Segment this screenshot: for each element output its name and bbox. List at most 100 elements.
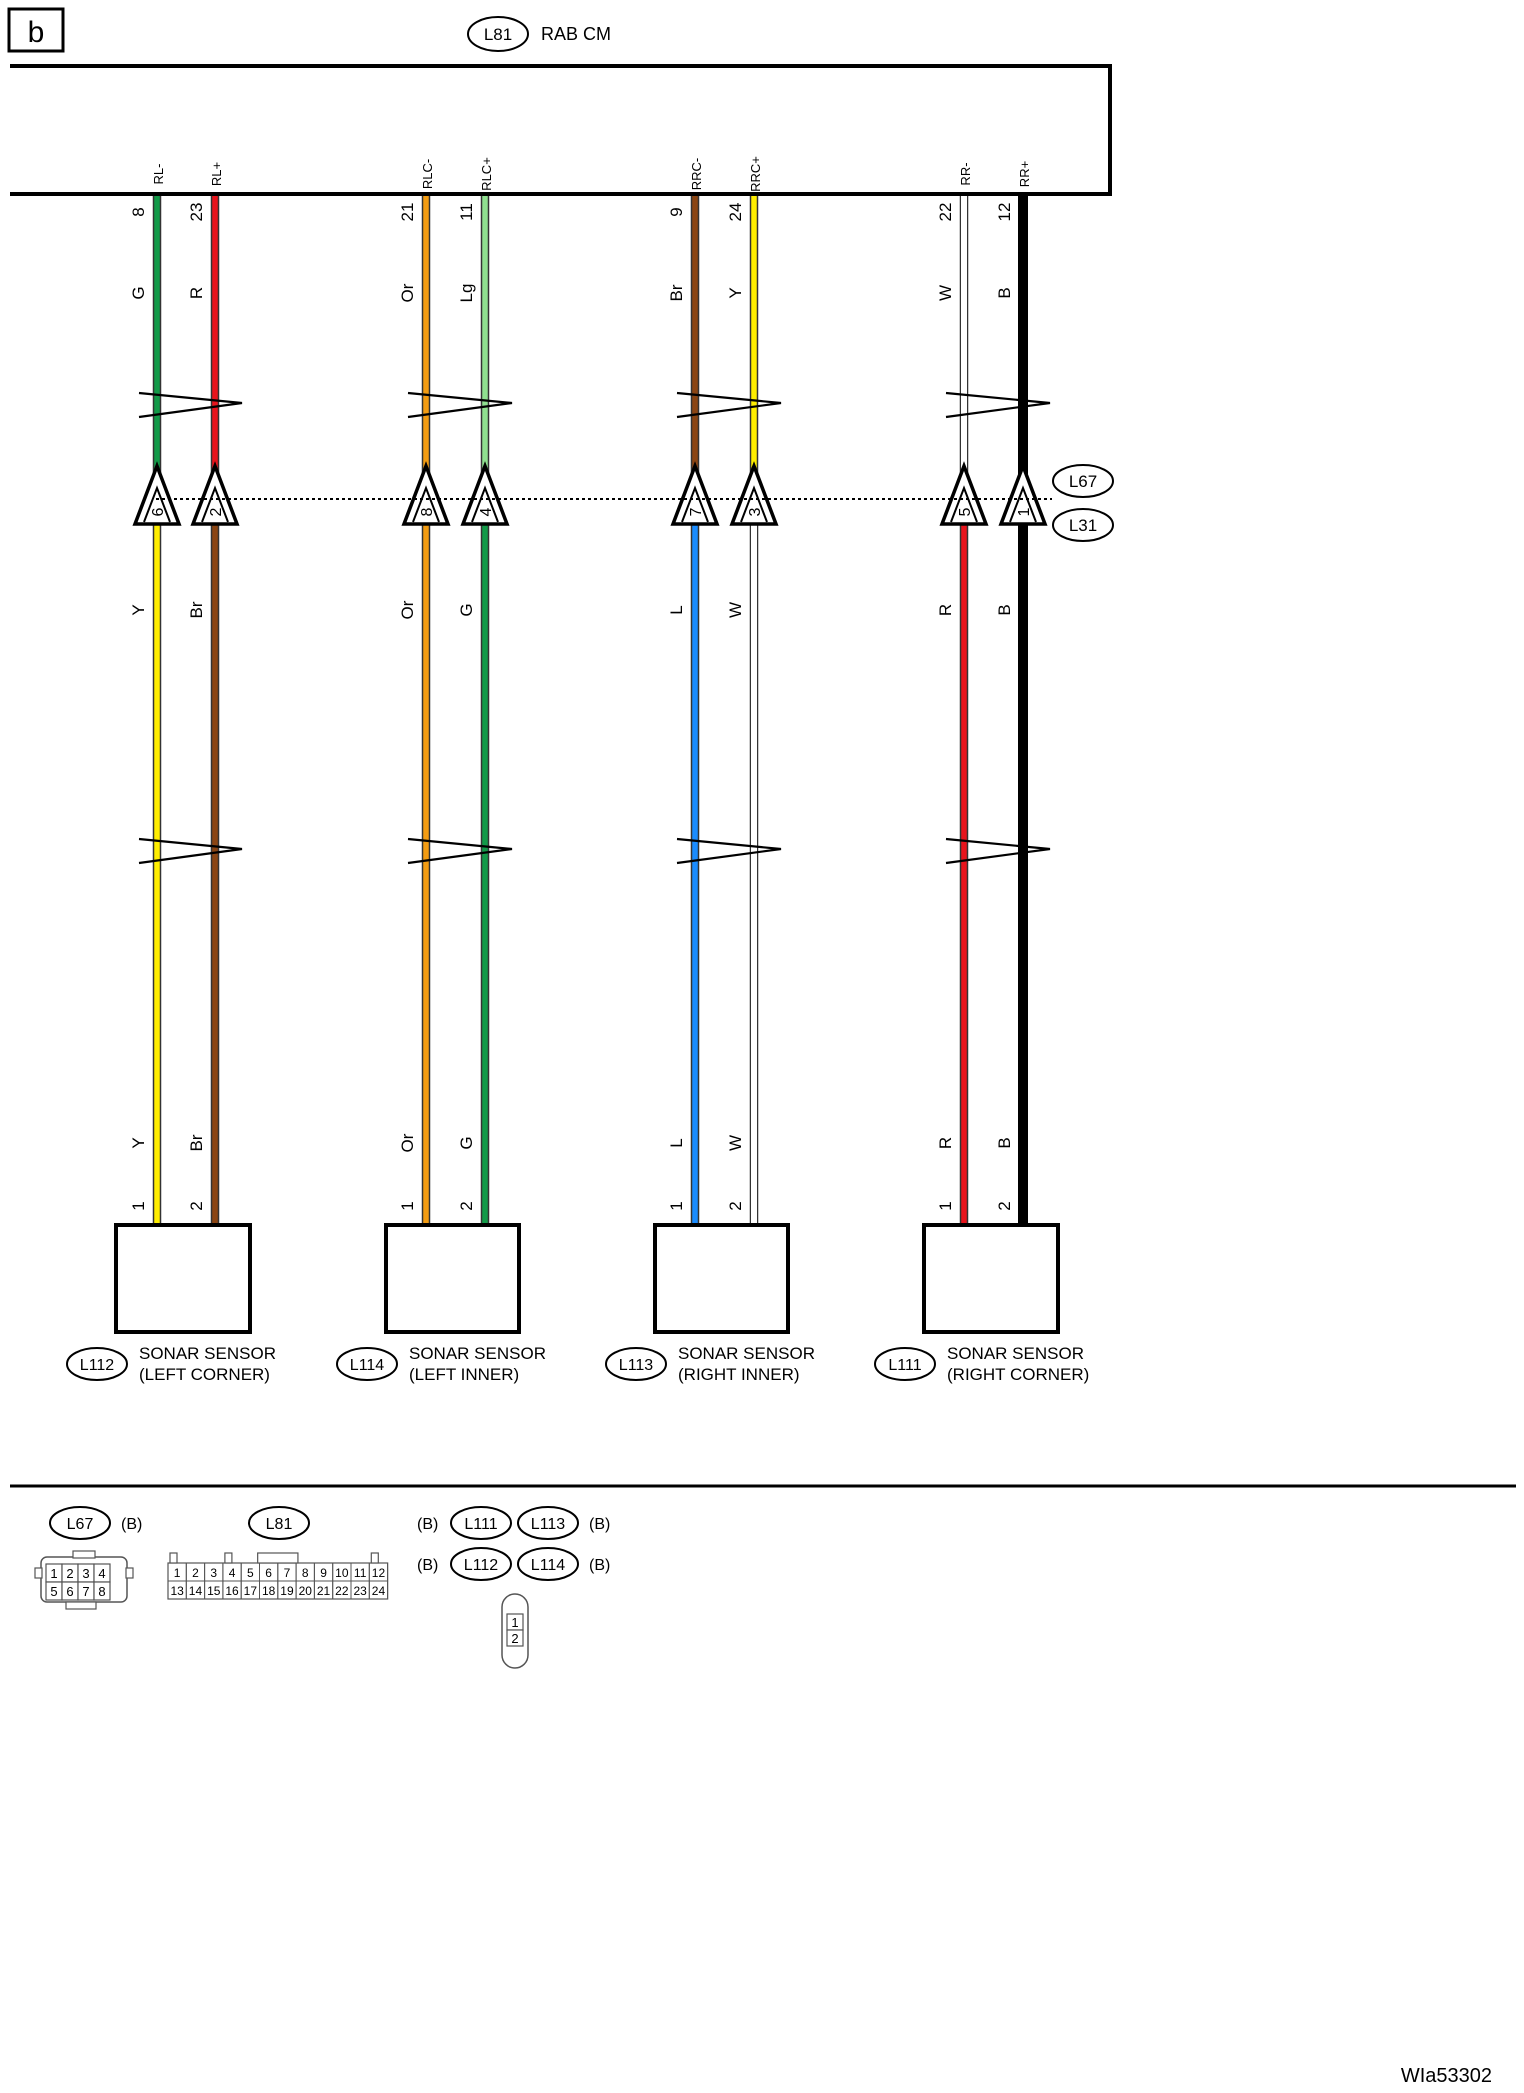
wire-color-bottom: G	[457, 603, 476, 616]
wire-color-bottom-lower: R	[936, 1137, 955, 1149]
legend-l81-pin: 22	[335, 1584, 349, 1598]
wire-signal: RLC+	[479, 157, 494, 191]
legend-l81-pin: 21	[317, 1584, 331, 1598]
sensor-1: L112 SONAR SENSOR (LEFT CORNER)	[66, 1223, 276, 1384]
legend-sensor-right-suffix-bottom: (B)	[589, 1557, 610, 1574]
legend-l81-pin: 11	[354, 1566, 367, 1580]
junction-terminal: 4	[460, 461, 510, 526]
sensor-name: SONAR SENSOR	[947, 1344, 1084, 1363]
legend-l81-pin: 4	[229, 1566, 236, 1580]
wire-color-bottom-lower: B	[995, 1137, 1014, 1148]
wire-pin-top: 22	[936, 203, 955, 222]
legend-l67-suffix: (B)	[121, 1516, 142, 1533]
wire-pin-top: 9	[667, 207, 686, 216]
wire-color-top: B	[995, 287, 1014, 298]
legend-sensor-pin: 1	[511, 1615, 518, 1630]
wire-color-top: G	[129, 286, 148, 299]
wire-color-bottom-lower: Y	[129, 1137, 148, 1148]
wire-pin-top: 8	[129, 207, 148, 216]
legend-sensor-connectors: (B) (B) (B) (B) L111 L113 L112 L114 1 2	[417, 1506, 610, 1669]
sensor-code-oval	[336, 1347, 398, 1381]
legend-sensor-pin: 2	[511, 1631, 518, 1646]
junction-terminal: 5	[939, 461, 989, 526]
wire-color-bottom: L	[667, 605, 686, 614]
legend-l67-pin: 3	[82, 1566, 89, 1581]
junction-terminal: 3	[729, 461, 779, 526]
legend-l81-pin: 14	[189, 1584, 203, 1598]
wire-sensor-pin: 2	[457, 1201, 476, 1210]
sensor-box	[384, 1223, 521, 1334]
junction-pin: 3	[747, 507, 764, 516]
junction-pin: 6	[150, 507, 167, 516]
legend-l81-code: L81	[266, 1516, 293, 1533]
wire-sensor-pin: 2	[726, 1201, 745, 1210]
wire-signal: RRC+	[748, 156, 763, 192]
wire-pin-top: 23	[187, 203, 206, 222]
legend-l67-pin: 8	[98, 1584, 105, 1599]
legend-sensor-left-suffix-top: (B)	[417, 1516, 438, 1533]
legend-l81-pin: 7	[284, 1566, 291, 1580]
wire-color-top: W	[936, 285, 955, 301]
sensor-box	[922, 1223, 1060, 1334]
junction-pin: 7	[688, 507, 705, 516]
legend-sensor-left-suffix-bottom: (B)	[417, 1557, 438, 1574]
sensor-name: SONAR SENSOR	[678, 1344, 815, 1363]
sensor-name: SONAR SENSOR	[139, 1344, 276, 1363]
sensor-code: L113	[619, 1357, 654, 1374]
wire-color-bottom: W	[726, 602, 745, 618]
junction-lower-code: L31	[1069, 516, 1097, 535]
junction-upper-oval	[1052, 464, 1114, 498]
sensor-4: L111 SONAR SENSOR (RIGHT CORNER)	[874, 1223, 1089, 1384]
harness-break-marker	[407, 391, 513, 419]
wire-sensor-pin: 1	[398, 1201, 417, 1210]
wire-signal: RR+	[1017, 161, 1032, 187]
sensor-code: L112	[80, 1357, 115, 1374]
legend-l81-pin: 6	[265, 1566, 272, 1580]
harness-break-marker	[676, 391, 782, 419]
wire-color-bottom: R	[936, 604, 955, 616]
harness-break-marker	[945, 837, 1051, 865]
wire-signal: RL-	[151, 164, 166, 185]
wire-sensor-pin: 1	[667, 1201, 686, 1210]
wire-color-bottom: Y	[129, 604, 148, 615]
wire-sensor-pin: 1	[129, 1201, 148, 1210]
legend-l67-pin: 4	[98, 1566, 105, 1581]
legend-l81-pin: 1	[174, 1566, 181, 1580]
wire-pin-top: 12	[995, 203, 1014, 222]
sensor-2: L114 SONAR SENSOR (LEFT INNER)	[336, 1223, 546, 1384]
legend-l81-pin: 15	[207, 1584, 221, 1598]
wire-color-bottom: Or	[398, 600, 417, 619]
junction-terminal: 2	[190, 461, 240, 526]
wire-color-top: Or	[398, 283, 417, 302]
wire-sensor-pin: 2	[187, 1201, 206, 1210]
junction-pin: 1	[1016, 507, 1033, 516]
sensor-position: (RIGHT INNER)	[678, 1365, 800, 1384]
junction-terminal: 1	[998, 461, 1048, 526]
sensor-code-oval	[605, 1347, 667, 1381]
wire-pin-top: 24	[726, 203, 745, 222]
legend-l81-pin: 8	[302, 1566, 309, 1580]
legend-l81-pin: 13	[170, 1584, 184, 1598]
page-label: b	[28, 16, 45, 49]
wire-pin-top: 21	[398, 203, 417, 222]
junction-terminal: 6	[132, 461, 182, 526]
legend-l81-pin: 3	[210, 1566, 217, 1580]
page-label-box	[7, 7, 65, 53]
wire-signal: RRC-	[689, 158, 704, 191]
sensor-3: L113 SONAR SENSOR (RIGHT INNER)	[605, 1223, 815, 1384]
wire-color-bottom-lower: W	[726, 1135, 745, 1151]
sensor-code-oval	[66, 1347, 128, 1381]
legend-l81-pin: 24	[372, 1584, 386, 1598]
sensor-position: (LEFT CORNER)	[139, 1365, 270, 1384]
legend-l67-pin: 6	[66, 1584, 73, 1599]
legend-l81-pin: 19	[280, 1584, 294, 1598]
legend-l81-pin: 12	[372, 1566, 386, 1580]
wire-signal: RL+	[209, 162, 224, 186]
sensor-box	[653, 1223, 790, 1334]
wire-color-bottom-lower: Br	[187, 1134, 206, 1151]
wire-pin-top: 11	[457, 203, 476, 221]
wire-color-bottom: Br	[187, 601, 206, 618]
main-unit-code: L81	[484, 25, 512, 44]
sensor-name: SONAR SENSOR	[409, 1344, 546, 1363]
